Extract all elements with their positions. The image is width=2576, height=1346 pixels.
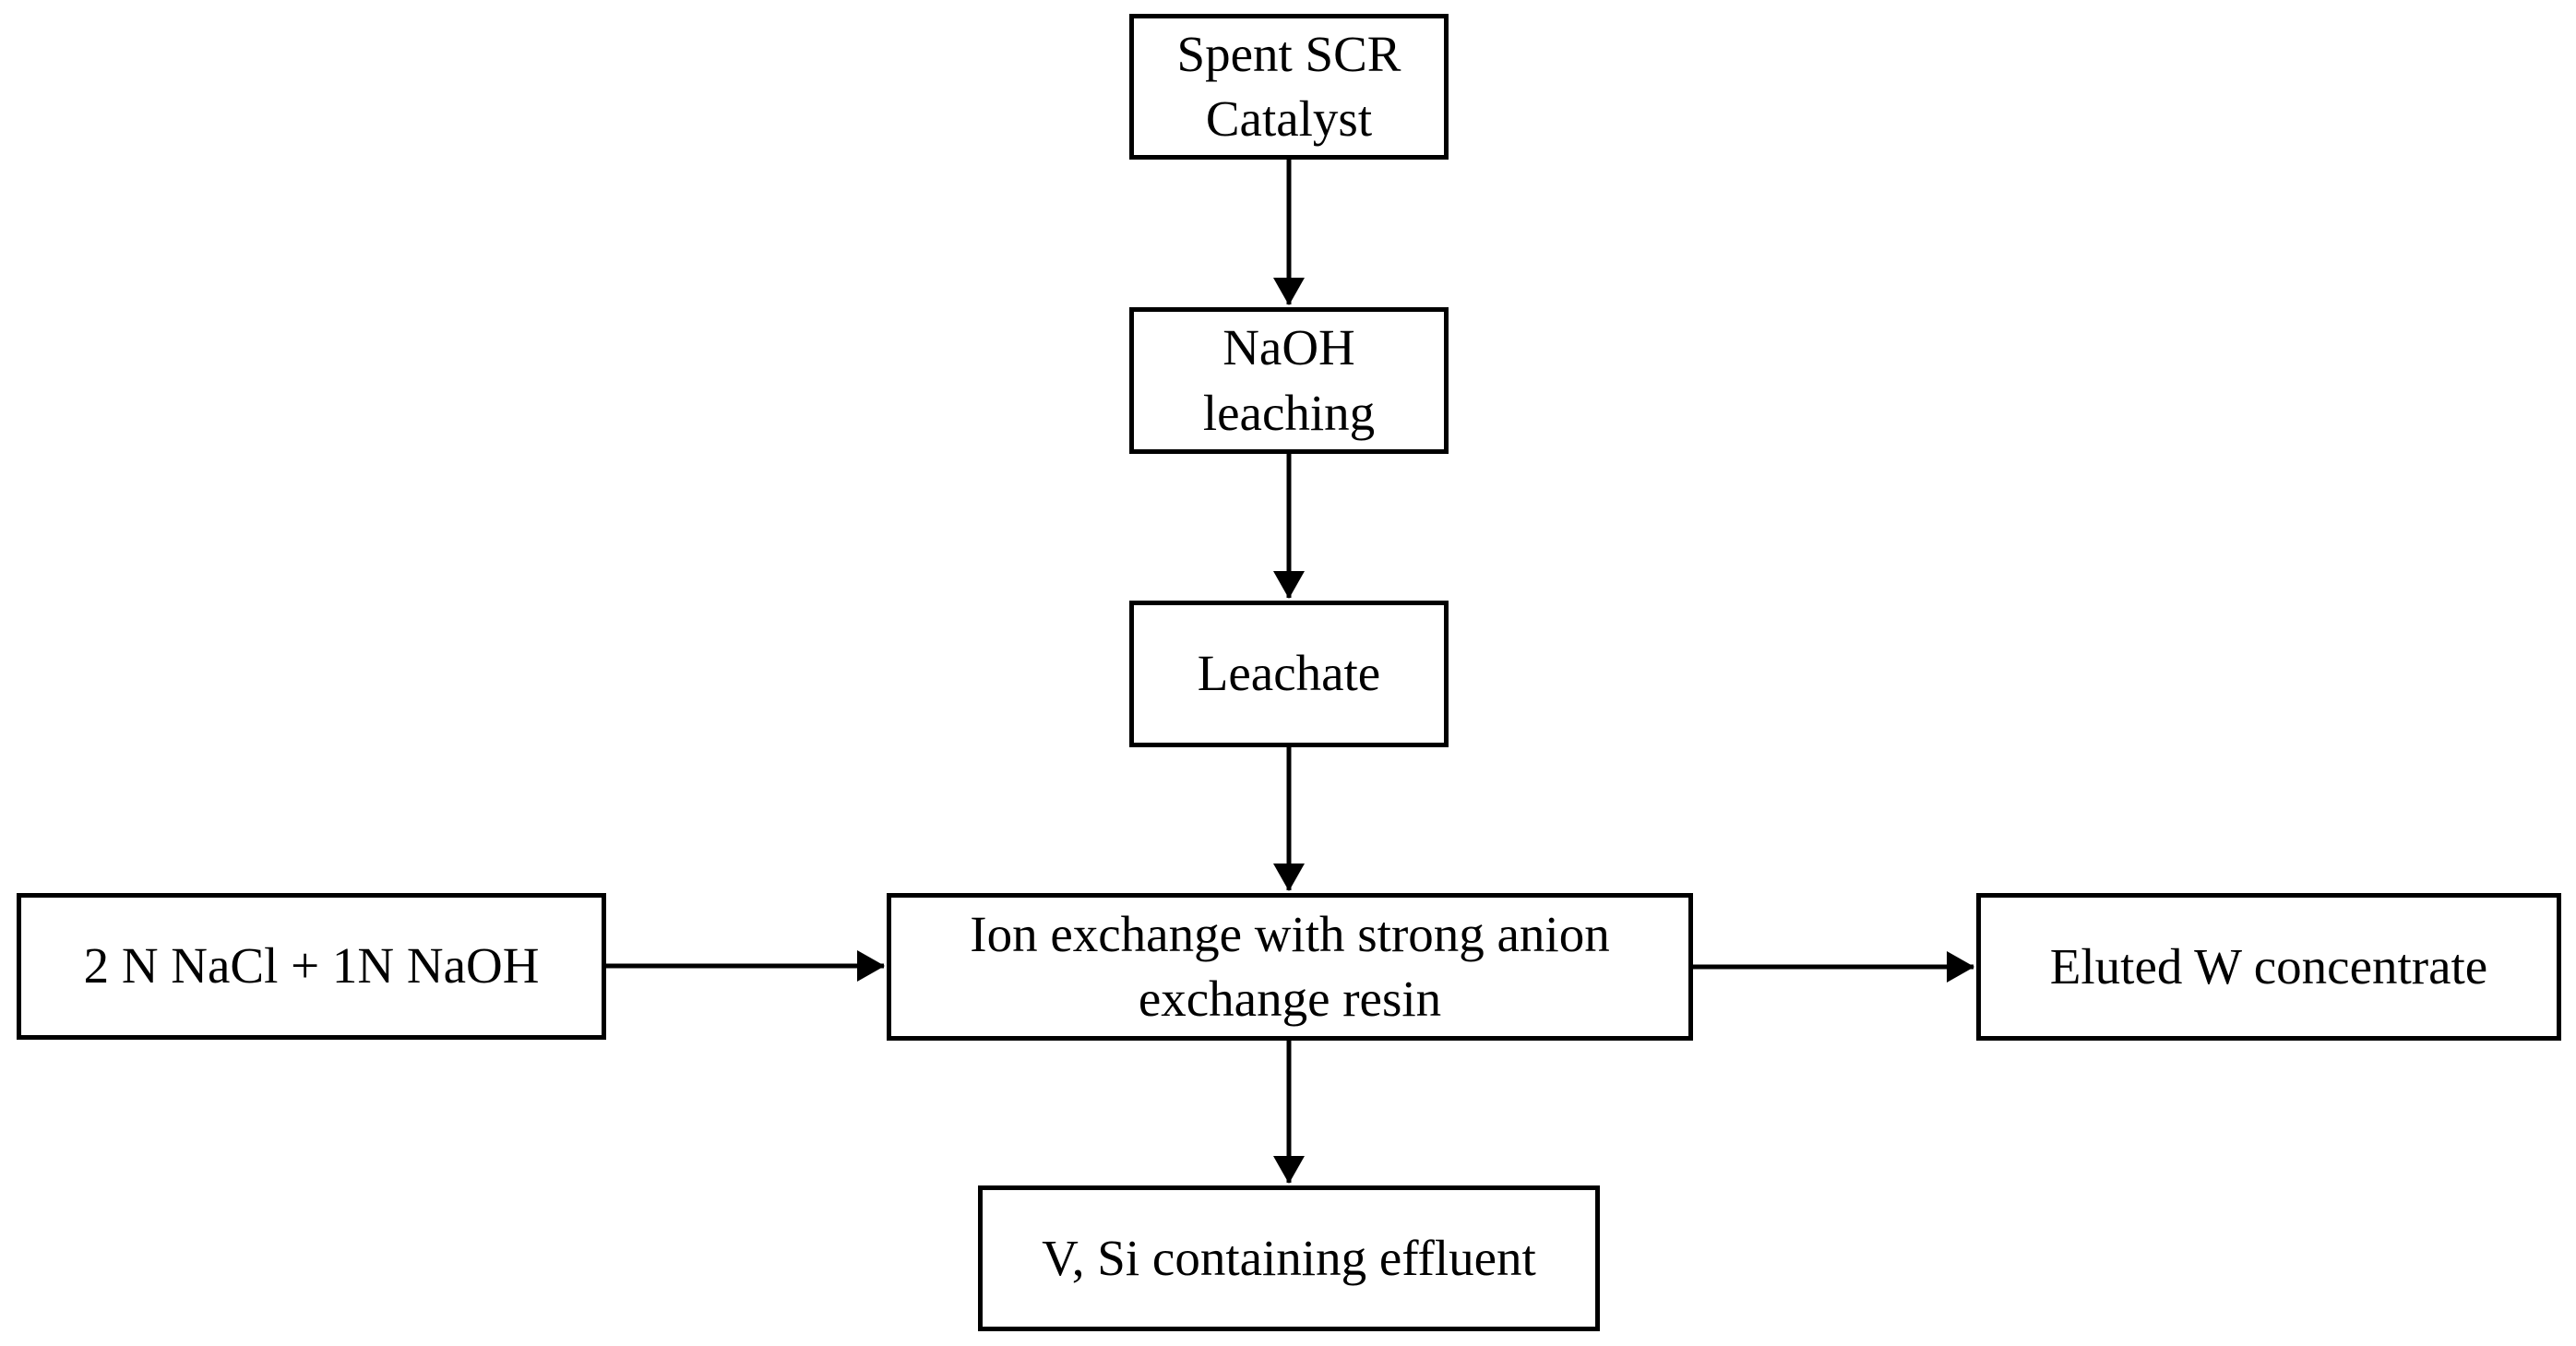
node-naoh-leaching: NaOH leaching [1129, 307, 1449, 454]
node-leachate-label: Leachate [1197, 645, 1381, 702]
node-eluted-w-concentrate-label: Eluted W concentrate [2049, 937, 2488, 995]
node-eluted-w-concentrate: Eluted W concentrate [1976, 893, 2561, 1041]
node-nacl-naoh-input-label: 2 N NaCl + 1N NaOH [83, 937, 540, 995]
node-v-si-effluent-label: V, Si containing effluent [1042, 1229, 1536, 1286]
node-spent-scr-catalyst: Spent SCR Catalyst [1129, 14, 1449, 160]
node-spent-scr-catalyst-label: Spent SCR Catalyst [1176, 25, 1401, 147]
node-naoh-leaching-label: NaOH leaching [1202, 319, 1376, 441]
node-v-si-effluent: V, Si containing effluent [978, 1185, 1600, 1331]
node-nacl-naoh-input: 2 N NaCl + 1N NaOH [17, 893, 606, 1040]
node-leachate: Leachate [1129, 601, 1449, 747]
node-ion-exchange: Ion exchange with strong anion exchange … [887, 893, 1693, 1041]
node-ion-exchange-label: Ion exchange with strong anion exchange … [970, 905, 1610, 1027]
